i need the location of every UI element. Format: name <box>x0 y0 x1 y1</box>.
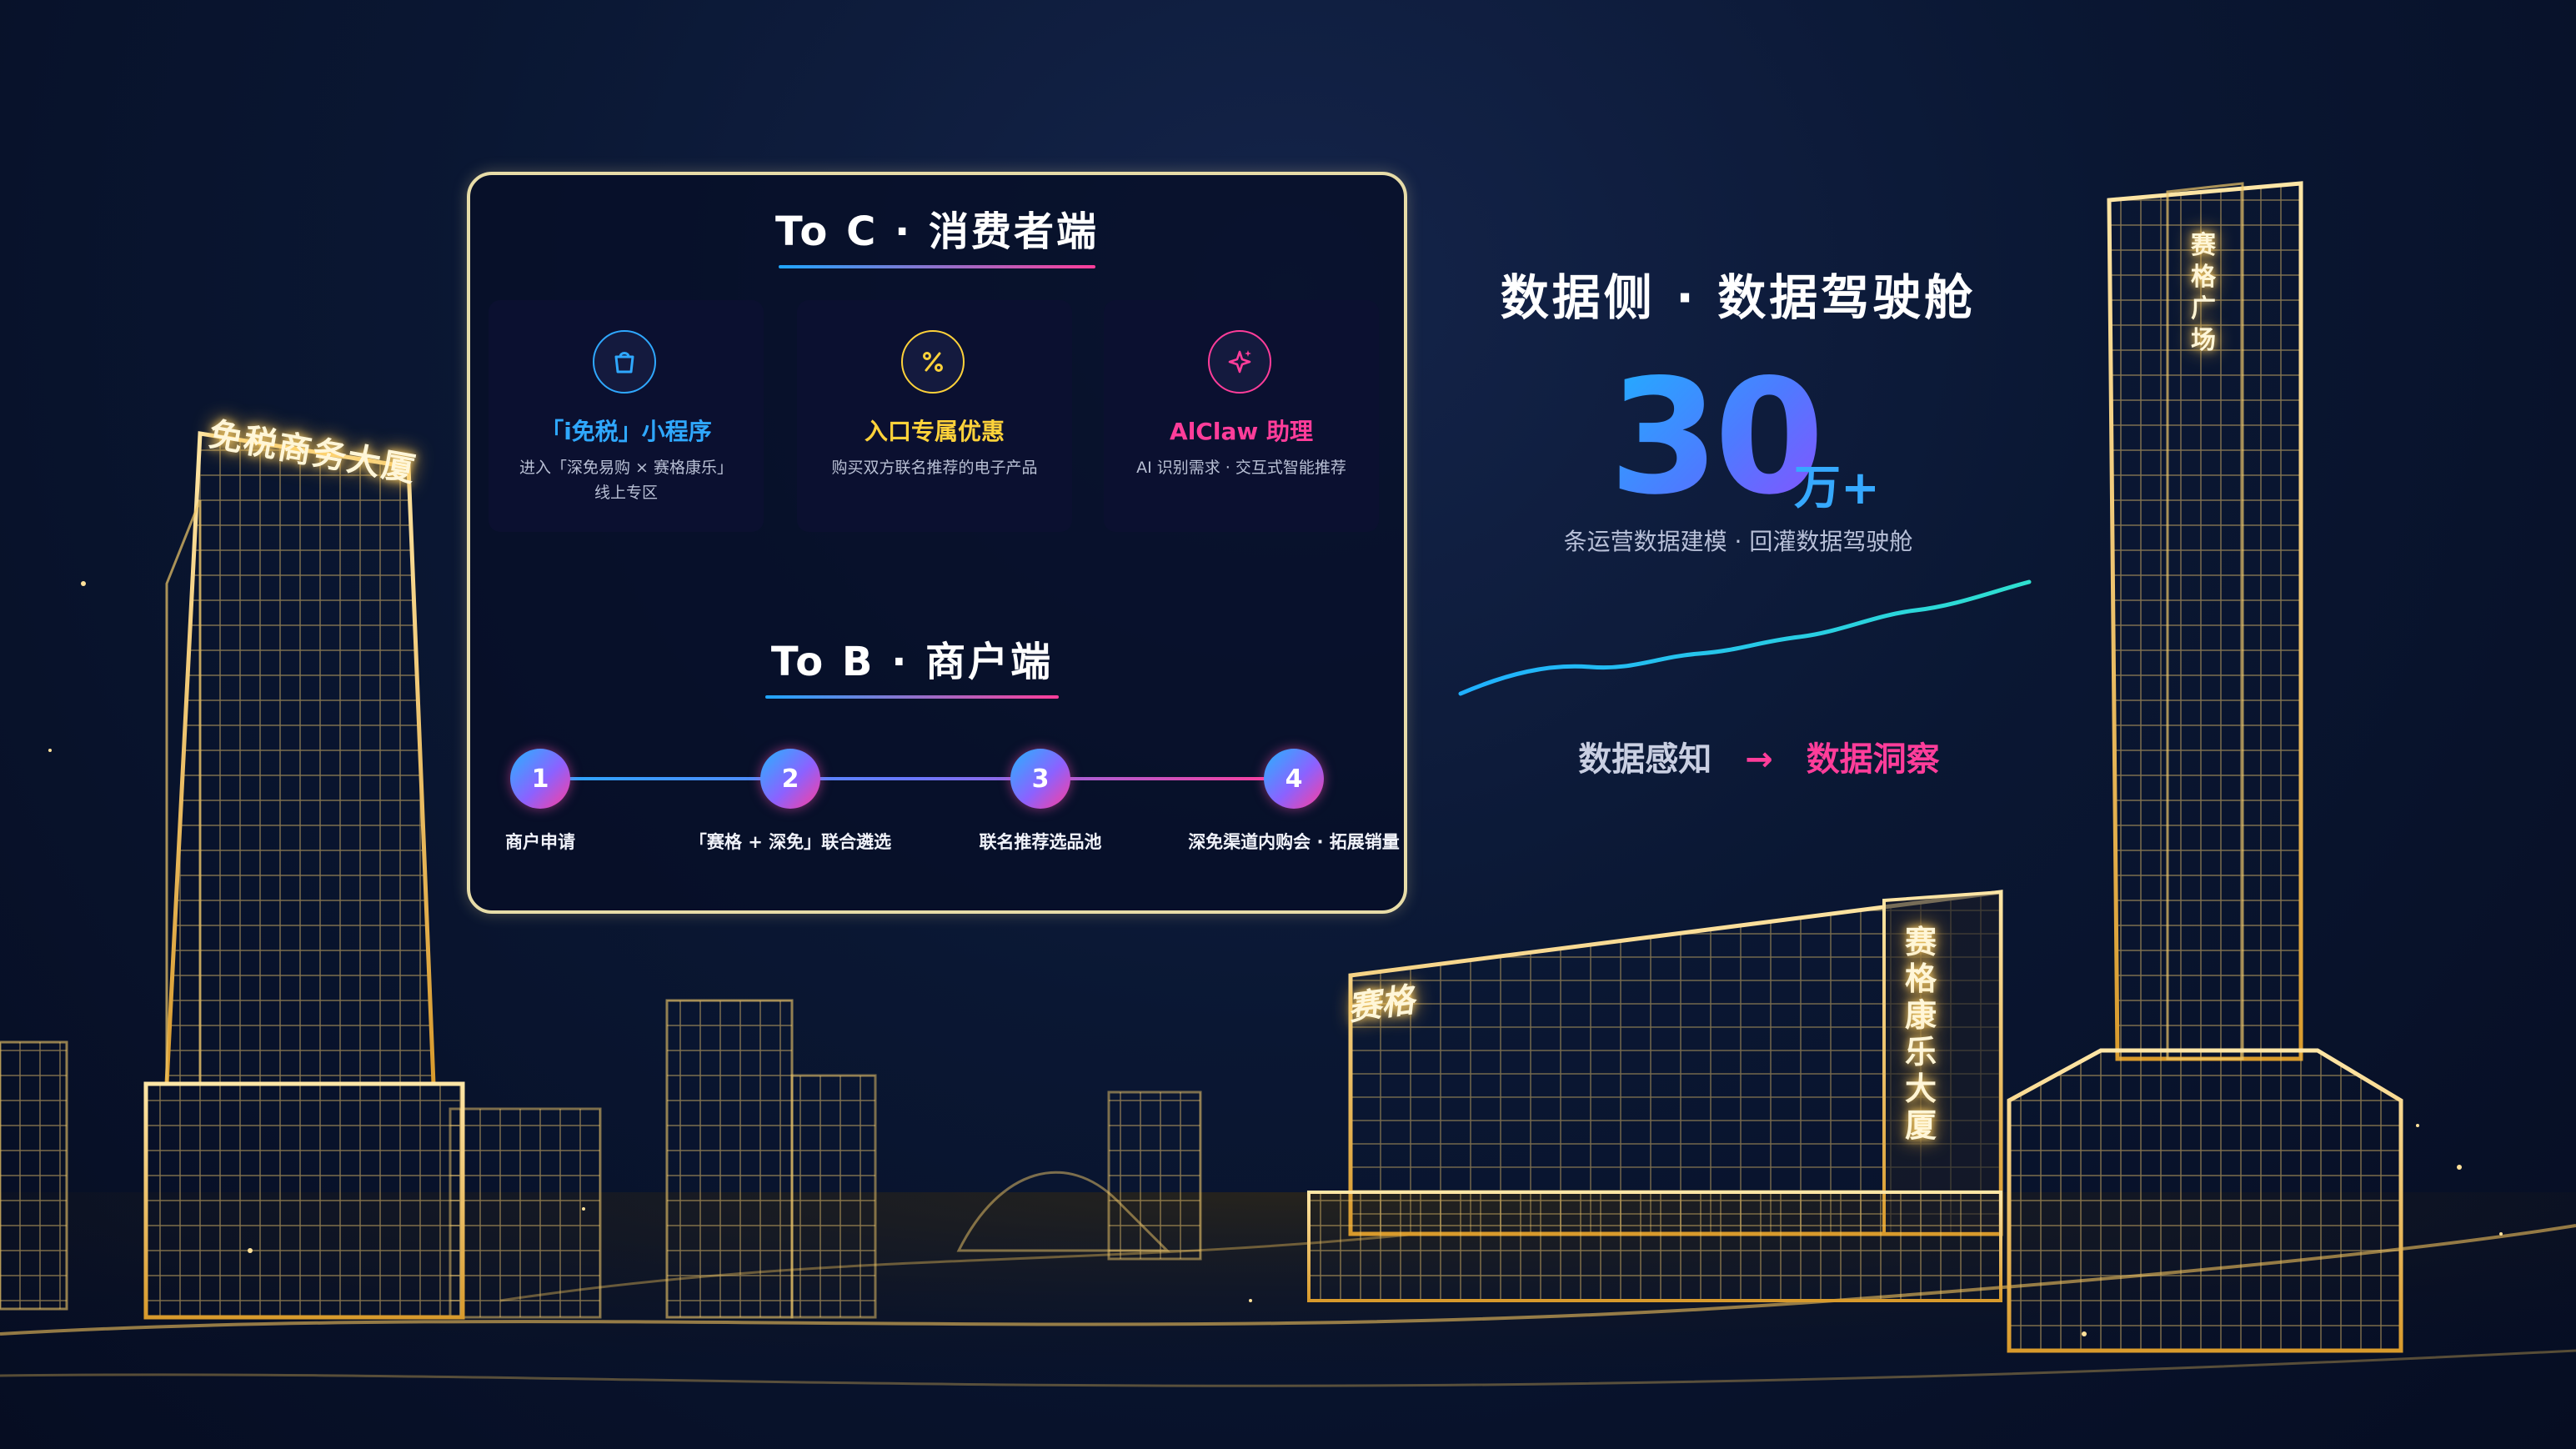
step-number-badge: 2 <box>760 749 820 809</box>
card-title: AlClaw 助理 <box>1170 418 1313 445</box>
shopping-bag-icon <box>593 330 656 394</box>
merchant-section-title: To B · 商户端 <box>445 629 1379 699</box>
arrow-right-icon: → <box>1745 740 1773 779</box>
step-number-badge: 1 <box>510 749 570 809</box>
merchant-title-text: To B · 商户端 <box>770 639 1054 685</box>
merchant-step-4[interactable]: 4 深免渠道内购会 · 拓展销量 <box>1185 749 1402 855</box>
seg-logo-sign: 赛格 <box>1345 980 1417 1029</box>
insight-from-label: 数据感知 <box>1578 740 1712 779</box>
feature-card-exclusive-offer[interactable]: 入口专属优惠 购买双方联名推荐的电子产品 <box>797 300 1072 532</box>
insight-flow: 数据感知 → 数据洞察 <box>1484 732 2034 780</box>
step-number-badge: 3 <box>1010 749 1070 809</box>
steps-connector-line <box>540 777 1291 780</box>
step-number-badge: 4 <box>1264 749 1324 809</box>
step-label: 联名推荐选品池 <box>979 832 1102 852</box>
card-description: AI 识别需求 · 交互式智能推荐 <box>1136 459 1346 477</box>
data-volume-unit: 万+ <box>1794 461 1880 515</box>
merchant-step-3[interactable]: 3 联名推荐选品池 <box>932 749 1149 855</box>
plaza-tower-sign: 赛格广场 <box>2191 231 2216 355</box>
step-label: 深免渠道内购会 · 拓展销量 <box>1188 832 1400 852</box>
step-label: 商户申请 <box>505 832 575 852</box>
trend-path <box>1458 579 2032 696</box>
card-description: 进入「深免易购 × 赛格康乐」线上专区 <box>519 459 733 502</box>
step-label: 「赛格 + 深免」联合遴选 <box>689 832 892 852</box>
kangle-building-sign: 赛格康乐大厦 <box>1904 923 1937 1144</box>
data-volume-number: 30 <box>1609 345 1824 529</box>
merchant-step-1[interactable]: 1 商户申请 <box>432 749 649 855</box>
feature-card-ai-assistant[interactable]: AlClaw 助理 AI 识别需求 · 交互式智能推荐 <box>1104 300 1379 532</box>
data-trend-line <box>1458 579 2032 696</box>
data-cockpit-title: 数据侧 · 数据驾驶舱 <box>1500 269 1977 326</box>
card-title: 「i免税」小程序 <box>540 418 712 445</box>
business-model-panel: To C · 消费者端 「i免税」小程序 进入「深免易购 × 赛格康乐」线上专区… <box>467 172 1407 914</box>
card-title: 入口专属优惠 <box>864 418 1005 445</box>
sparkle-icon <box>1208 330 1271 394</box>
card-description: 购买双方联名推荐的电子产品 <box>831 459 1038 477</box>
consumer-section-title: To C · 消费者端 <box>470 198 1404 268</box>
data-volume-caption: 条运营数据建模 · 回灌数据驾驶舱 <box>1563 528 1913 555</box>
insight-to-label: 数据洞察 <box>1806 740 1940 779</box>
consumer-title-text: To C · 消费者端 <box>775 208 1099 255</box>
feature-card-mini-program[interactable]: 「i免税」小程序 进入「深免易购 × 赛格康乐」线上专区 <box>489 300 764 532</box>
merchant-title-underline <box>765 695 1059 699</box>
consumer-title-underline <box>779 265 1095 268</box>
percent-icon <box>901 330 965 394</box>
merchant-step-2[interactable]: 2 「赛格 + 深免」联合遴选 <box>682 749 899 855</box>
